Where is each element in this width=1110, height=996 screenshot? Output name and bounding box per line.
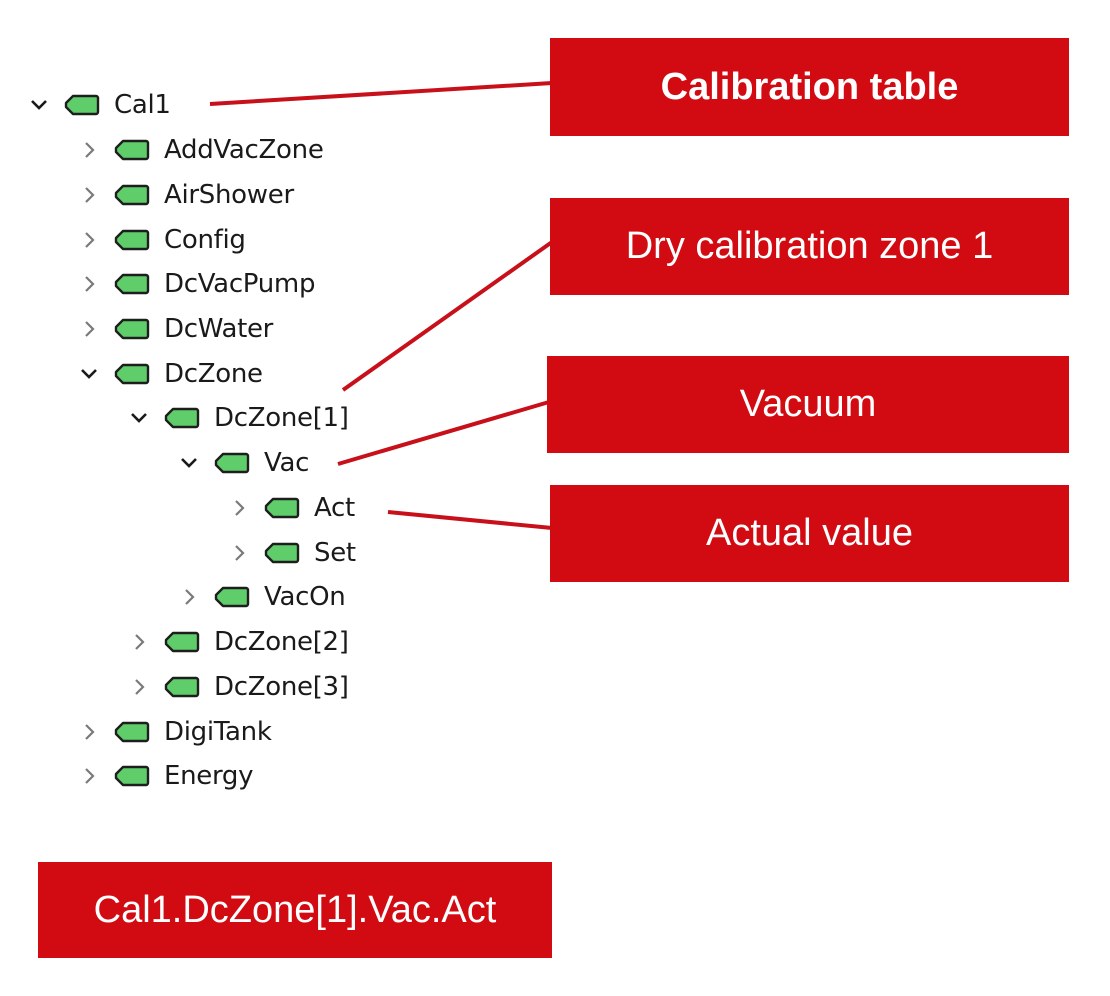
tag-icon: [164, 407, 200, 429]
tree-node-dczone-2[interactable]: DcZone[2]: [128, 622, 349, 662]
tree-node-label: DcZone: [164, 359, 263, 389]
tag-icon: [164, 631, 200, 653]
tree-node-label: DcZone[3]: [214, 672, 349, 702]
tag-icon: [114, 765, 150, 787]
tree-node-label: Act: [314, 493, 355, 523]
tree-node-label: Cal1: [114, 90, 171, 120]
callout-text: Actual value: [705, 512, 913, 554]
callout-text: Vacuum: [739, 383, 877, 425]
tree-node-addvaczone[interactable]: AddVacZone: [78, 130, 324, 170]
tag-icon: [164, 676, 200, 698]
tree-node-label: DcZone[2]: [214, 627, 349, 657]
callout-dry-calibration-zone: Dry calibration zone 1: [550, 198, 1069, 295]
tag-tree: Cal1 AddVacZone AirShower Config DcVacPu…: [0, 0, 560, 820]
tree-node-act[interactable]: Act: [228, 488, 355, 528]
chevron-right-icon[interactable]: [78, 229, 100, 251]
tag-icon: [114, 721, 150, 743]
tree-node-dcvacpump[interactable]: DcVacPump: [78, 264, 315, 304]
tag-icon: [114, 318, 150, 340]
callout-text: Calibration table: [660, 65, 959, 108]
tag-icon: [114, 184, 150, 206]
tree-node-vac[interactable]: Vac: [178, 443, 309, 483]
tag-icon: [214, 452, 250, 474]
tree-node-label: Config: [164, 225, 246, 255]
callout-text: Dry calibration zone 1: [625, 225, 994, 267]
tree-node-label: DcZone[1]: [214, 403, 349, 433]
tag-icon: [214, 586, 250, 608]
tree-node-set[interactable]: Set: [228, 533, 356, 573]
callout-actual-value: Actual value: [550, 485, 1069, 582]
tag-icon: [114, 229, 150, 251]
chevron-right-icon[interactable]: [128, 676, 150, 698]
chevron-down-icon[interactable]: [128, 407, 150, 429]
chevron-right-icon[interactable]: [228, 497, 250, 519]
chevron-down-icon[interactable]: [78, 363, 100, 385]
chevron-right-icon[interactable]: [178, 586, 200, 608]
chevron-right-icon[interactable]: [78, 765, 100, 787]
chevron-right-icon[interactable]: [78, 184, 100, 206]
chevron-down-icon[interactable]: [178, 452, 200, 474]
callout-text: Cal1.DcZone[1].Vac.Act: [93, 888, 497, 931]
callout-vacuum: Vacuum: [547, 356, 1069, 453]
tree-node-energy[interactable]: Energy: [78, 756, 254, 796]
chevron-right-icon[interactable]: [128, 631, 150, 653]
tree-node-dczone-1[interactable]: DcZone[1]: [128, 398, 349, 438]
tree-node-dczone[interactable]: DcZone: [78, 354, 263, 394]
tree-node-label: DcVacPump: [164, 269, 316, 299]
callout-calibration-table: Calibration table: [550, 38, 1069, 136]
chevron-right-icon[interactable]: [78, 139, 100, 161]
tree-node-dcwater[interactable]: DcWater: [78, 309, 273, 349]
tree-node-airshower[interactable]: AirShower: [78, 175, 294, 215]
tag-icon: [114, 363, 150, 385]
tree-node-label: VacOn: [264, 582, 346, 612]
tree-node-label: AirShower: [164, 180, 294, 210]
tag-icon: [64, 94, 100, 116]
tree-node-digitank[interactable]: DigiTank: [78, 712, 272, 752]
tree-node-cal1[interactable]: Cal1: [28, 85, 171, 125]
tree-node-config[interactable]: Config: [78, 220, 246, 260]
tree-node-label: Set: [314, 538, 356, 568]
tree-node-label: DcWater: [164, 314, 274, 344]
tree-node-label: Vac: [264, 448, 310, 478]
tree-node-label: AddVacZone: [164, 135, 324, 165]
chevron-down-icon[interactable]: [28, 94, 50, 116]
tag-icon: [264, 497, 300, 519]
chevron-right-icon[interactable]: [78, 318, 100, 340]
callout-tag-path: Cal1.DcZone[1].Vac.Act: [38, 862, 552, 958]
tag-icon: [264, 542, 300, 564]
chevron-right-icon[interactable]: [228, 542, 250, 564]
tree-node-dczone-3[interactable]: DcZone[3]: [128, 667, 349, 707]
tree-node-vacon[interactable]: VacOn: [178, 577, 346, 617]
tag-icon: [114, 273, 150, 295]
tree-node-label: Energy: [164, 761, 254, 791]
chevron-right-icon[interactable]: [78, 273, 100, 295]
tree-node-label: DigiTank: [164, 717, 272, 747]
chevron-right-icon[interactable]: [78, 721, 100, 743]
tag-icon: [114, 139, 150, 161]
